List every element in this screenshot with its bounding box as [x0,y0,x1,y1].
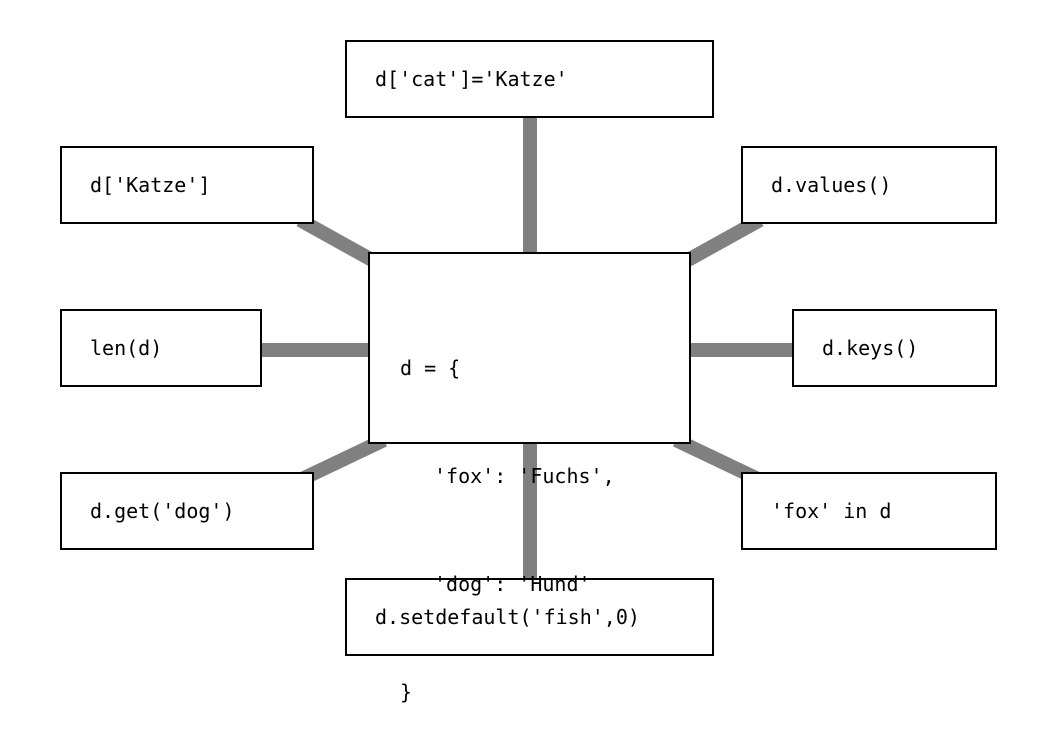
operation-get-dog-box: d.get('dog') [60,472,314,550]
dictionary-definition-box: d = { 'fox': 'Fuchs', 'dog': 'Hund' } [368,252,691,704]
connector-sw [296,433,388,487]
code-line-dog-entry: 'dog': 'Hund' [434,572,591,596]
code-line-open: d = { [400,356,461,380]
operation-label: d['cat']='Katze' [375,67,568,91]
operation-setdefault-box: d.setdefault('fish',0) [345,578,714,656]
code-line-close: } [400,680,413,704]
operation-len-box: len(d) [60,309,262,387]
code-line-fox-entry: 'fox': 'Fuchs', [434,464,615,488]
operation-values-box: d.values() [741,146,997,224]
operation-label: d.get('dog') [90,499,235,523]
operation-label: d.setdefault('fish',0) [375,605,640,629]
operation-label: d['Katze'] [90,173,211,197]
operation-in-check-box: 'fox' in d [741,472,997,550]
operation-label: len(d) [90,336,163,360]
connector-nw [296,213,376,267]
operation-label: d.keys() [822,336,919,360]
connector-ne [684,213,764,267]
operation-lookup-katze-box: d['Katze'] [60,146,314,224]
operation-keys-box: d.keys() [792,309,997,387]
operation-assign-cat-box: d['cat']='Katze' [345,40,714,118]
operation-label: d.values() [771,173,892,197]
operation-label: 'fox' in d [771,499,892,523]
